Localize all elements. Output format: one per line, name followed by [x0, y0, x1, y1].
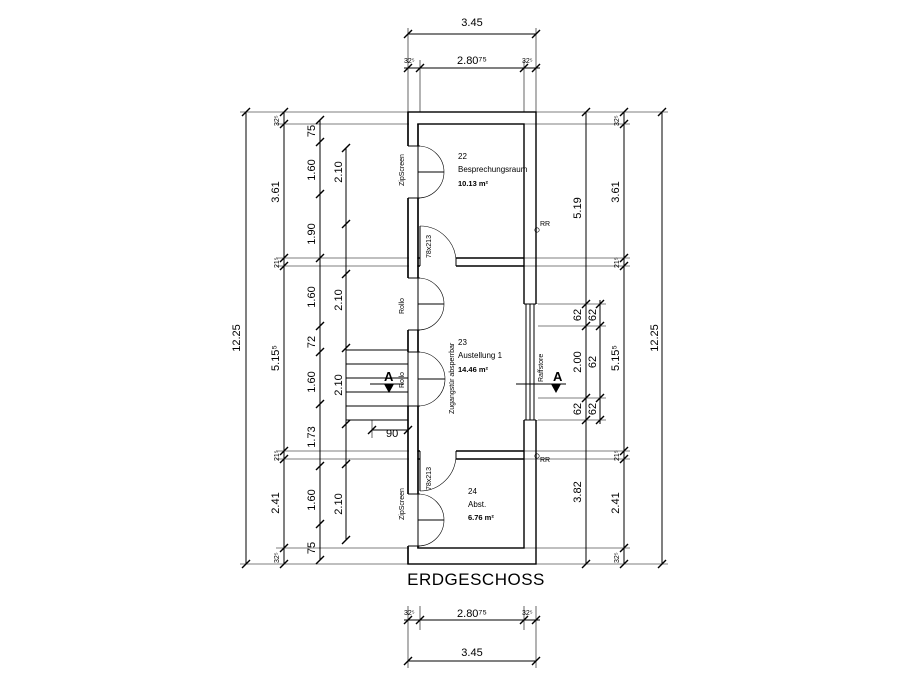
top-wall-right: 32⁵	[522, 58, 533, 65]
room-23-name: Austellung 1	[458, 351, 503, 360]
right-seg-7: 32⁵	[614, 552, 621, 563]
room-24-name: Abst.	[468, 500, 486, 509]
section-markers: A A	[370, 369, 566, 393]
left-open-5: 1.60	[306, 286, 318, 307]
top-dimensions: 3.45 2.80⁷⁵ 32⁵ 32⁵	[403, 17, 541, 112]
door-size-lower: 78x213	[426, 467, 433, 490]
bottom-wall-left: 32⁵	[404, 610, 415, 617]
left-seg-1: 32⁵	[274, 115, 281, 126]
left-seg-2: 3.61	[270, 181, 282, 202]
left-seg-5: 21⁵	[274, 450, 281, 461]
right-seg-6: 2.41	[610, 492, 622, 513]
entry-door-label: Zugangstür absperrbar	[449, 342, 456, 414]
right-inner-5: 3.82	[572, 481, 584, 502]
left-open-1: 75	[306, 125, 318, 137]
rr-label-lower: RR	[540, 457, 550, 464]
left-dimensions: 12.25 32⁵ 3.61 21⁵ 5.15⁵ 21⁵ 2.41 32⁵	[231, 107, 418, 569]
right-inner-1: 5.19	[572, 197, 584, 218]
zipscreen-label-lower: ZipScreen	[399, 488, 406, 520]
bottom-wall-right: 32⁵	[522, 610, 533, 617]
right-seg-2: 3.61	[610, 181, 622, 202]
right-inner-4: 62	[572, 403, 584, 415]
left-wall-openings	[406, 145, 446, 547]
left-open-7: 72	[306, 336, 318, 348]
room-23-area: 14.46 m²	[458, 365, 489, 374]
stair-width: 90	[386, 428, 398, 440]
left-open-6: 2.10	[333, 289, 345, 310]
room-22-area: 10.13 m²	[458, 179, 489, 188]
rr-label-upper: RR	[540, 221, 550, 228]
top-overall-width: 3.45	[461, 17, 482, 29]
left-seg-6: 2.41	[270, 492, 282, 513]
rollo-label-upper: Rollo	[399, 298, 406, 314]
drawing-title: ERDGESCHOSS	[407, 570, 545, 589]
door-size-upper: 78x213	[426, 235, 433, 258]
right-seg-3: 21⁵	[614, 257, 621, 268]
left-open-11: 1.60	[306, 489, 318, 510]
left-overall-length: 12.25	[231, 324, 243, 352]
left-open-8: 1.60	[306, 371, 318, 392]
entry-stair: 90	[345, 349, 413, 440]
room-24-area: 6.76 m²	[468, 513, 494, 522]
right-small-2: 62	[587, 356, 599, 368]
right-inner-2: 62	[572, 309, 584, 321]
right-dimensions: 5.19 62 2.00 62 3.82 62 62 62 32⁵ 3.61	[524, 107, 668, 569]
left-open-3: 2.10	[333, 161, 345, 182]
left-seg-4: 5.15⁵	[270, 345, 282, 371]
section-mark-left: A	[384, 369, 394, 384]
right-small-3: 62	[587, 403, 599, 415]
room-22-number: 22	[458, 152, 467, 161]
right-overall-length: 12.25	[649, 324, 661, 352]
right-seg-4: 5.15⁵	[610, 345, 622, 371]
room-24-number: 24	[468, 487, 477, 496]
rr-symbols: RR RR	[534, 221, 550, 464]
left-seg-3: 21⁵	[274, 257, 281, 268]
section-mark-right: A	[553, 369, 563, 384]
right-seg-1: 32⁵	[614, 115, 621, 126]
left-open-9: 2.10	[333, 374, 345, 395]
room-23-number: 23	[458, 338, 467, 347]
bottom-dimensions: 2.80⁷⁵ 32⁵ 32⁵ 3.45	[403, 606, 541, 668]
top-wall-left: 32⁵	[404, 58, 415, 65]
rollo-label-lower: Rollo	[399, 372, 406, 388]
room-22-label: 22 Besprechungsraum 10.13 m²	[458, 152, 528, 188]
right-seg-5: 21⁵	[614, 450, 621, 461]
left-open-4: 1.90	[306, 223, 318, 244]
bottom-overall-width: 3.45	[461, 647, 482, 659]
left-seg-7: 32⁵	[274, 552, 281, 563]
right-inner-3: 2.00	[572, 351, 584, 372]
top-inner-width: 2.80⁷⁵	[457, 55, 487, 67]
right-small-1: 62	[587, 309, 599, 321]
right-window	[522, 303, 538, 421]
room-23-label: 23 Austellung 1 14.46 m²	[458, 338, 503, 374]
left-open-2: 1.60	[306, 159, 318, 180]
bottom-inner-width: 2.80⁷⁵	[457, 608, 487, 620]
left-open-10: 1.73	[306, 426, 318, 447]
room-24-label: 24 Abst. 6.76 m²	[468, 487, 494, 522]
room-22-name: Besprechungsraum	[458, 165, 528, 174]
interior-doors: 78x213 78x213	[419, 225, 457, 492]
raffstore-label: Raffstore	[538, 354, 545, 382]
zipscreen-label-upper: ZipScreen	[399, 154, 406, 186]
left-open-12: 2.10	[333, 493, 345, 514]
